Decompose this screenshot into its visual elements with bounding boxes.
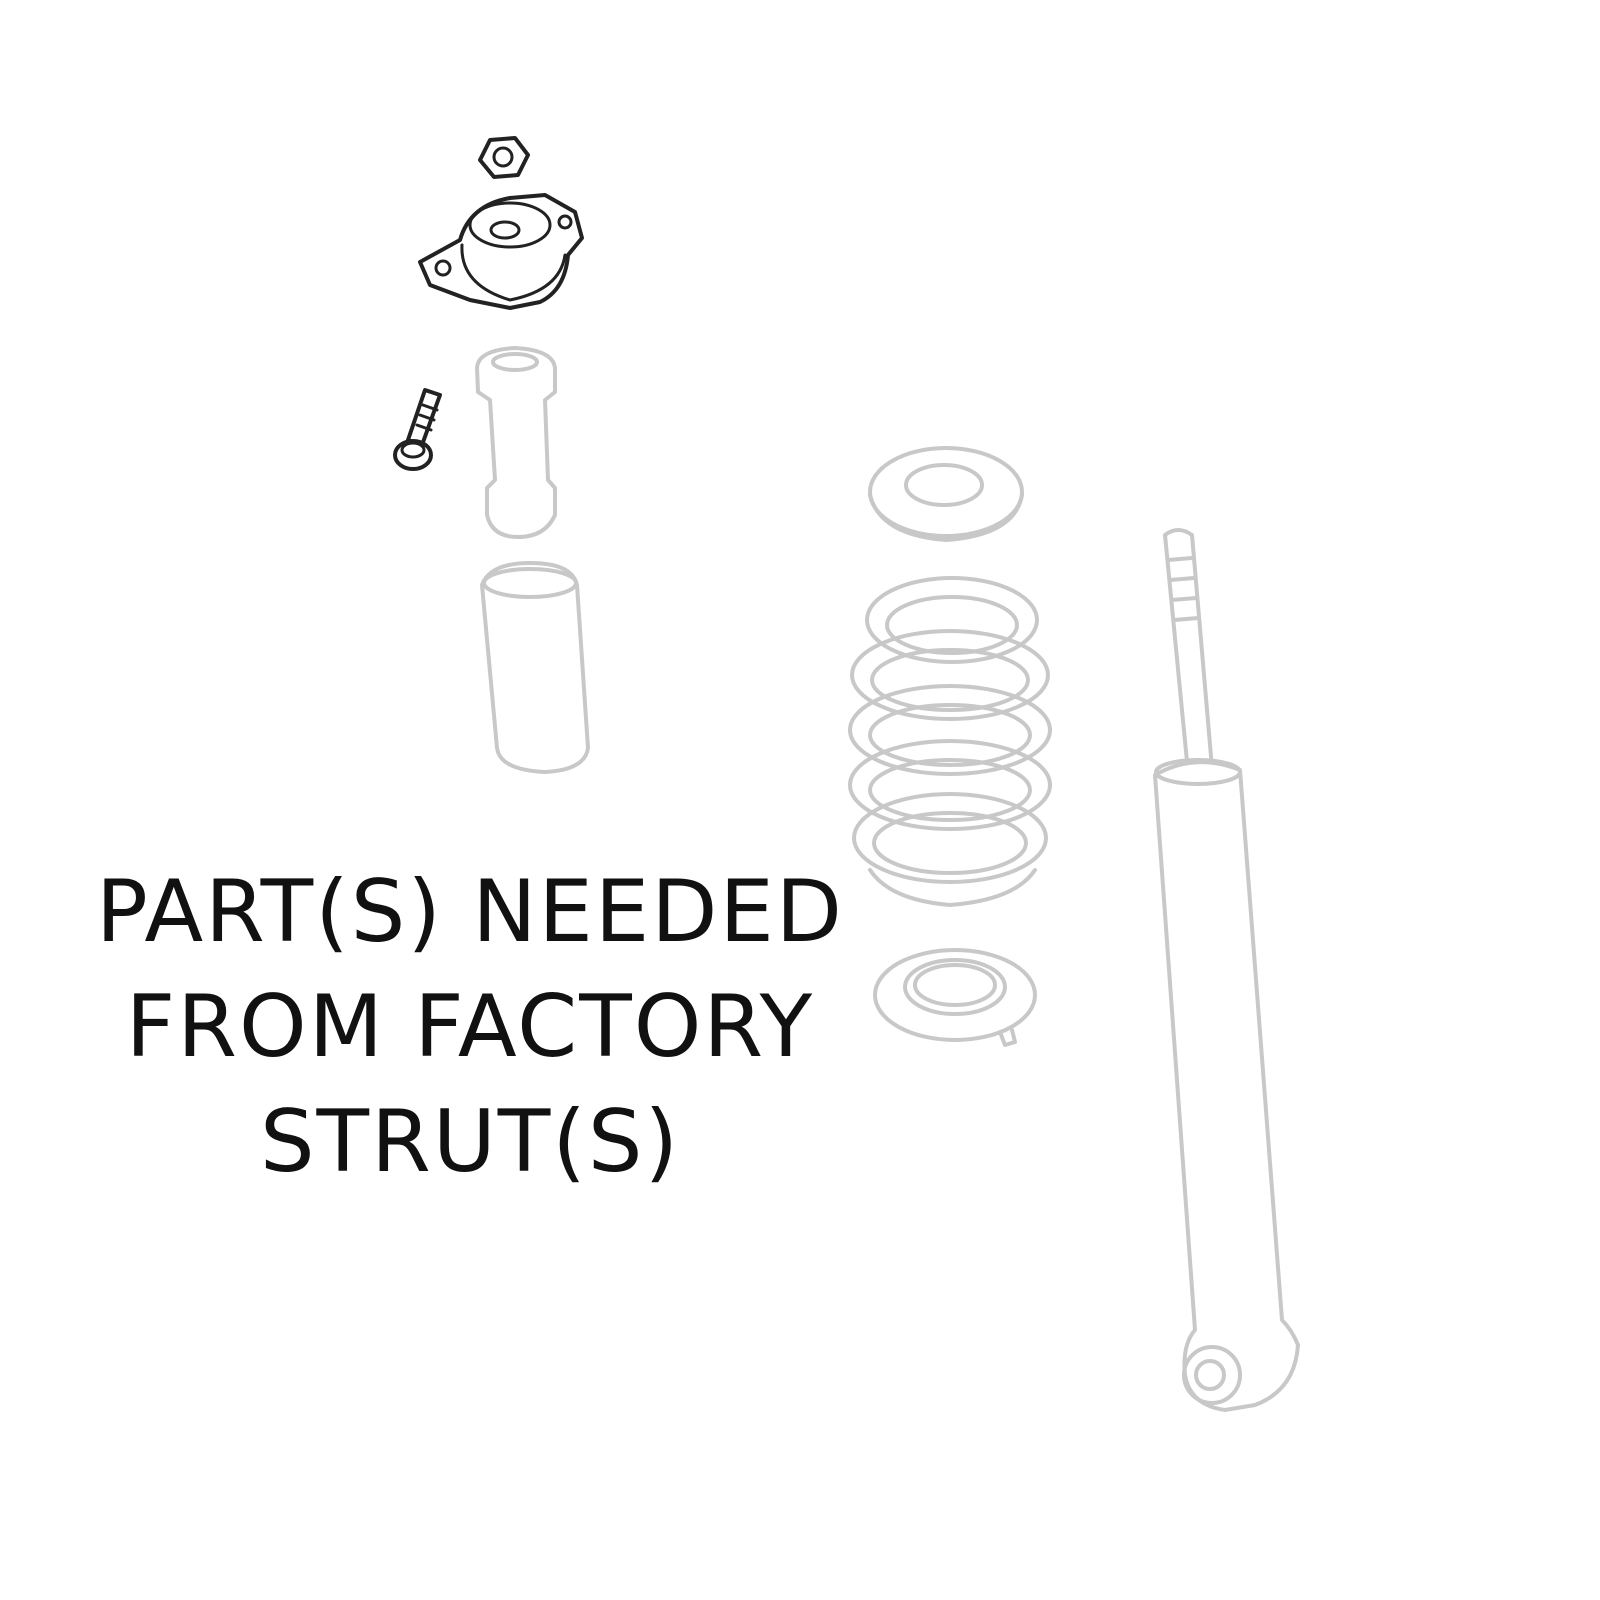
upper-spring-seat <box>868 446 1024 542</box>
lower-spring-seat <box>873 948 1037 1047</box>
strut-mount <box>418 193 584 310</box>
caption-line-2: FROM FACTORY <box>125 977 815 1077</box>
dust-boot <box>480 561 590 774</box>
parts-needed-caption: PART(S) NEEDED FROM FACTORY STRUT(S) <box>40 855 900 1200</box>
caption-line-1: PART(S) NEEDED <box>95 862 845 962</box>
top-nut <box>478 136 530 179</box>
bump-stop <box>475 346 557 539</box>
caption-line-3: STRUT(S) <box>259 1092 681 1192</box>
coil-spring <box>848 576 1052 907</box>
mount-bolt <box>393 388 442 471</box>
shock-absorber <box>1153 528 1300 1412</box>
